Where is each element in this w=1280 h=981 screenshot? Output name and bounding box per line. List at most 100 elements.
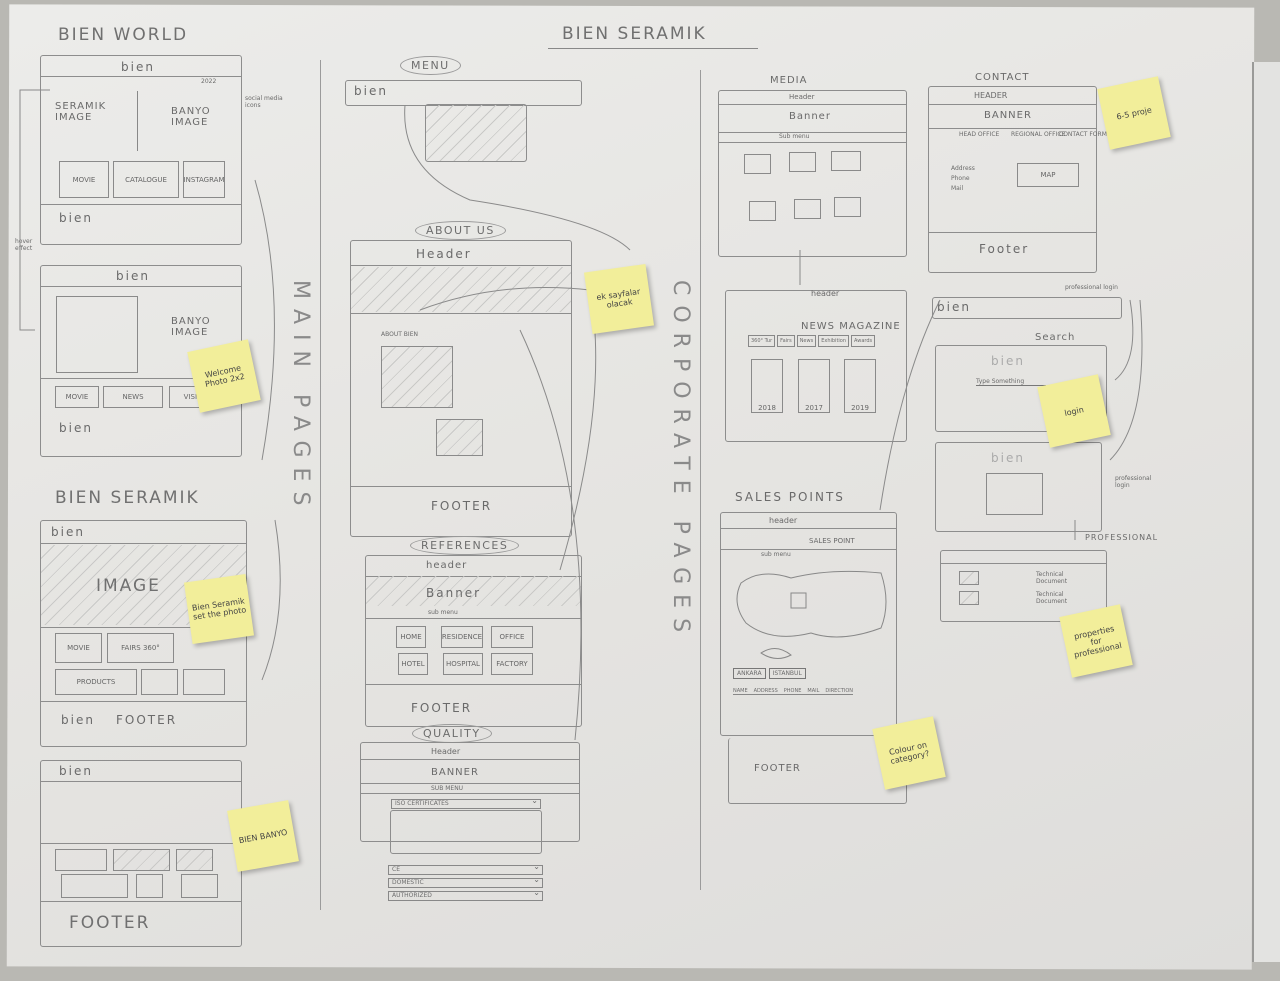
city-tabs: ANKARA ISTANBUL (733, 668, 806, 679)
certificate-carousel[interactable] (390, 810, 542, 854)
tab-contact-form[interactable]: CONTACT FORM (1059, 131, 1107, 138)
footer: FOOTER (431, 499, 493, 513)
login-form[interactable] (986, 473, 1043, 515)
tab-360[interactable]: 360° Tur (748, 335, 776, 347)
flow-arrow (1109, 299, 1143, 461)
tab-news[interactable]: News (796, 335, 817, 347)
bien-world-title: BIEN WORLD (58, 25, 189, 45)
tile[interactable] (176, 849, 213, 871)
domestic-dropdown[interactable]: DOMESTIC (388, 876, 543, 888)
media-card[interactable] (794, 199, 821, 219)
tab-exhibition[interactable]: Exhibition (818, 335, 850, 347)
technical-document[interactable]: Technical Document (1036, 571, 1068, 585)
media-wireframe: Header Banner Sub menu (718, 90, 907, 257)
tab-ankara[interactable]: ANKARA (733, 668, 766, 679)
search-title: Search (1035, 332, 1076, 343)
footer: FOOTER (116, 713, 178, 727)
news-card[interactable]: 2019 (844, 359, 876, 413)
tile-fairs[interactable]: FAIRS 360° (107, 633, 174, 663)
tile-news[interactable]: NEWS (103, 386, 163, 408)
flow-arrow (419, 287, 597, 571)
tile-office[interactable]: OFFICE (491, 626, 533, 648)
logo: bien (59, 764, 93, 778)
main-pages-label: MAIN PAGES (288, 280, 313, 516)
tile[interactable] (113, 849, 170, 871)
footer-logo: bien (59, 421, 93, 435)
media-card[interactable] (834, 197, 861, 217)
about-image (381, 346, 453, 408)
tile-instagram[interactable] (183, 669, 225, 695)
login-wireframe: bien (935, 442, 1102, 532)
banyo-image: BANYO IMAGE (171, 316, 211, 338)
news-card[interactable]: 2017 (798, 359, 830, 413)
technical-document[interactable]: Technical Document (1036, 591, 1068, 605)
tile-blank[interactable] (141, 669, 178, 695)
tab-fairs[interactable]: Fairs (777, 335, 795, 347)
footer: FOOTER (754, 763, 801, 774)
tile-movie[interactable]: MOVIE (55, 633, 102, 663)
professional-wireframe: Technical Document Technical Document (940, 550, 1107, 622)
tile-home[interactable]: HOME (396, 626, 426, 648)
tile[interactable] (55, 849, 107, 871)
submenu: sub menu (428, 609, 458, 616)
banner: Banner (789, 111, 831, 122)
search-wireframe: bien Type Something (935, 345, 1107, 432)
login-note: professional login (1065, 284, 1118, 291)
turkey-map[interactable] (731, 563, 891, 673)
tile-movie[interactable]: MOVIE (59, 161, 109, 198)
footer: FOOTER (411, 701, 473, 715)
logo: bien (51, 525, 85, 539)
tile-hospital[interactable]: HOSPITAL (443, 653, 483, 675)
tile-movie[interactable]: MOVIE (55, 386, 99, 408)
quality-wireframe: Header BANNER SUB MENU ISO CERTIFICATES (360, 742, 580, 842)
iso-certificates-dropdown[interactable]: ISO CERTIFICATES (391, 797, 541, 809)
flow-arrow (404, 104, 631, 251)
tile[interactable] (136, 874, 163, 898)
media-card[interactable] (749, 201, 776, 221)
bien-banyo-wireframe: bien FOOTER (40, 760, 242, 947)
header: Header (416, 247, 472, 261)
footer-logo: bien (61, 713, 95, 727)
header: HEADER (974, 91, 1008, 100)
media-card[interactable] (831, 151, 861, 171)
tab-regional-office[interactable]: REGIONAL OFFICE (1011, 131, 1066, 138)
media-card[interactable] (744, 154, 771, 174)
search-input[interactable]: Type Something (976, 378, 1046, 386)
tile-instagram[interactable]: INSTAGRAM (183, 161, 225, 198)
phone-label: Phone (951, 175, 970, 182)
tile[interactable] (61, 874, 128, 898)
seramik-image: SERAMIK IMAGE (55, 101, 107, 123)
ce-dropdown[interactable]: CE (388, 863, 543, 875)
banyo-image: BANYO IMAGE (171, 106, 211, 128)
product-image (959, 571, 979, 585)
authorized-dropdown[interactable]: AUTHORIZED (388, 889, 543, 901)
tab-awards[interactable]: Awards (851, 335, 876, 347)
professional-login-note: professional login (1115, 475, 1152, 489)
board-title: BIEN SERAMIK (562, 24, 707, 44)
news-card[interactable]: 2018 (751, 359, 783, 413)
tile-products[interactable]: PRODUCTS (55, 669, 137, 695)
sticky-note: Bien Seramik set the photo (183, 573, 255, 645)
sticky-note: 6-5 proje (1097, 76, 1171, 150)
column-divider (700, 70, 701, 890)
contact-title: CONTACT (975, 72, 1030, 83)
tile-residence[interactable]: RESIDENCE (441, 626, 483, 648)
menu-dropdown (425, 104, 527, 162)
header: Header (431, 747, 461, 756)
sticky-note: Welcome Photo 2x2 (187, 339, 261, 413)
tab-head-office[interactable]: HEAD OFFICE (959, 131, 1000, 138)
corporate-pages-label: CORPORATE PAGES (668, 280, 693, 643)
tile-hotel[interactable]: HOTEL (398, 653, 428, 675)
logo: bien (991, 354, 1025, 368)
about-us-title: ABOUT US (415, 221, 506, 240)
media-card[interactable] (789, 152, 816, 172)
tile-catalogue[interactable]: CATALOGUE (113, 161, 179, 198)
year: 2022 (201, 78, 217, 85)
tile[interactable] (181, 874, 218, 898)
map[interactable]: MAP (1017, 163, 1079, 187)
flow-arrow (1114, 299, 1134, 381)
tile-factory[interactable]: FACTORY (491, 653, 533, 675)
tab-istanbul[interactable]: ISTANBUL (768, 668, 806, 679)
logo: bien (937, 300, 971, 314)
